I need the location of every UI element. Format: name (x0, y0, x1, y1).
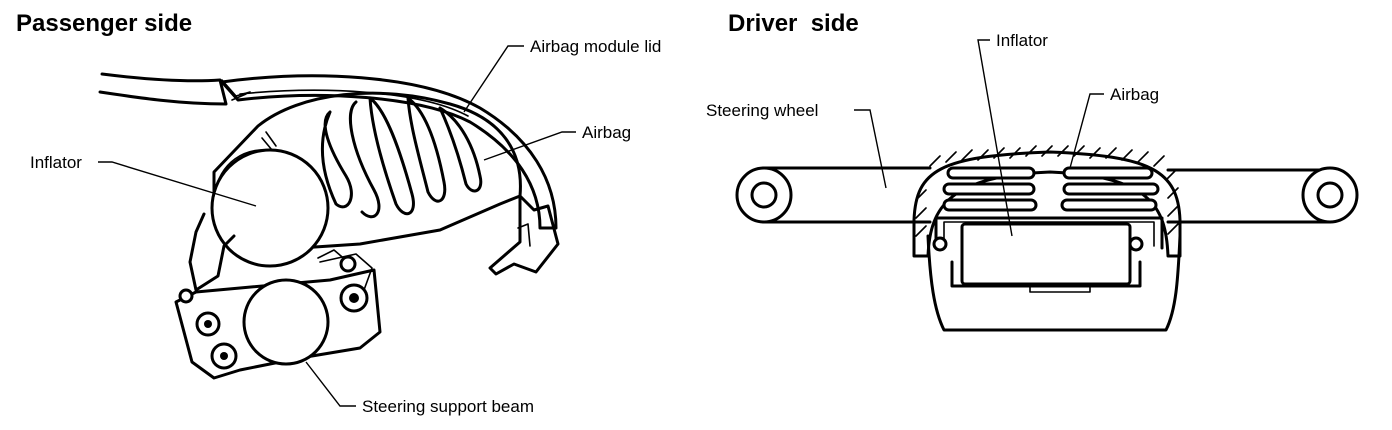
leader-driver-airbag (1069, 93, 1104, 169)
support-beam-clamp (174, 268, 382, 380)
leader-passenger-airbag (483, 131, 576, 161)
folded-airbag (320, 96, 483, 219)
airbag-module-lid (220, 74, 558, 230)
driver-inflator (960, 222, 1132, 286)
label-steering-wheel: Steering wheel (706, 101, 819, 120)
label-airbag-module-lid: Airbag module lid (530, 37, 662, 56)
label-driver-airbag: Airbag (1110, 85, 1160, 104)
driver-side-title: Driver side (728, 10, 859, 37)
steering-wheel-rim (762, 166, 1332, 224)
label-steering-support-beam: Steering support beam (362, 397, 534, 416)
steering-hub (926, 234, 1182, 332)
label-passenger-airbag: Airbag (582, 123, 632, 142)
driver-airbag-assembly (735, 145, 1359, 332)
label-passenger-inflator: Inflator (30, 153, 82, 172)
airbag-housing (212, 91, 522, 250)
leader-steering-wheel (854, 109, 887, 189)
passenger-side-title: Passenger side (16, 10, 193, 37)
mounting-bracket (188, 212, 236, 292)
leader-driver-inflator (977, 39, 1013, 237)
dashboard-panel (98, 72, 228, 106)
passenger-inflator (210, 148, 330, 268)
driver-folded-airbag (942, 166, 1160, 212)
leader-passenger-inflator (98, 161, 257, 207)
steering-support-beam (242, 278, 330, 366)
leader-support-beam (305, 361, 356, 407)
label-driver-inflator: Inflator (996, 31, 1048, 50)
passenger-airbag-assembly (98, 72, 560, 380)
leader-module-lid (463, 45, 524, 113)
